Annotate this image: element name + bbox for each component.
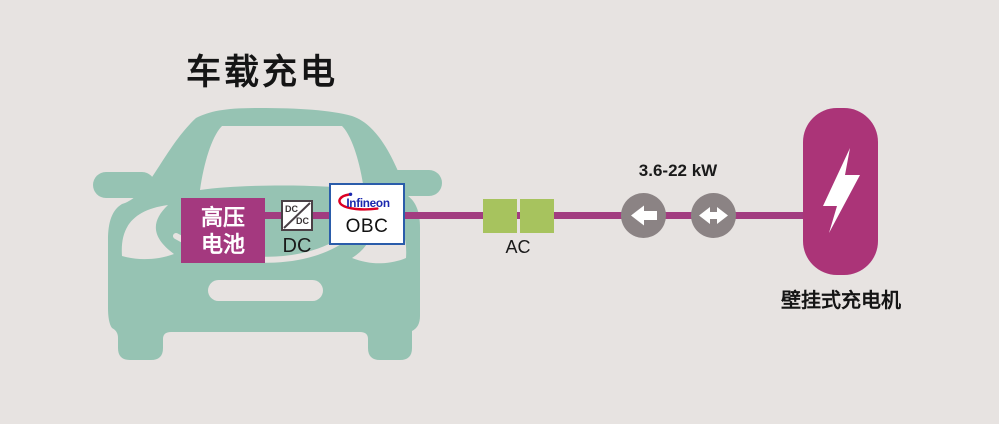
wallbox-charger [803, 108, 878, 275]
dcdc-top-label: DC [285, 204, 298, 214]
arrow-left-icon [631, 205, 657, 226]
grille [208, 280, 323, 301]
left-mirror [93, 172, 155, 198]
flow-circle-right [691, 193, 736, 238]
power-rating-label: 3.6-22 kW [638, 161, 718, 180]
battery-label-line1: 高压 [200, 204, 245, 230]
arrow-left-right-icon [699, 207, 728, 224]
page-title: 车载充电 [186, 53, 339, 92]
windshield [200, 126, 364, 190]
ac-connector-square-2 [520, 199, 554, 233]
ac-caption: AC [505, 237, 531, 257]
infineon-logo: Infineon [338, 192, 390, 211]
dcdc-diagonal [283, 202, 311, 229]
battery-label-line2: 电池 [200, 231, 245, 257]
infineon-brand-text: Infineon [346, 197, 389, 210]
dcdc-caption: DC [282, 235, 312, 257]
lightning-bolt-icon [823, 148, 860, 233]
wallbox-caption: 壁挂式充电机 [781, 290, 901, 312]
ac-connector-square-1 [483, 199, 517, 233]
infineon-dot-icon [348, 192, 353, 196]
obc-box: Infineon OBC [329, 183, 405, 245]
dcdc-bottom-label: DC [296, 216, 309, 226]
hv-battery-box: 高压 电池 [181, 198, 265, 263]
flow-circle-left [621, 193, 666, 238]
dcdc-converter-symbol: DC DC [281, 200, 313, 231]
infineon-swoosh-icon [338, 192, 379, 211]
obc-label: OBC [345, 215, 389, 237]
left-headlight [121, 205, 174, 260]
